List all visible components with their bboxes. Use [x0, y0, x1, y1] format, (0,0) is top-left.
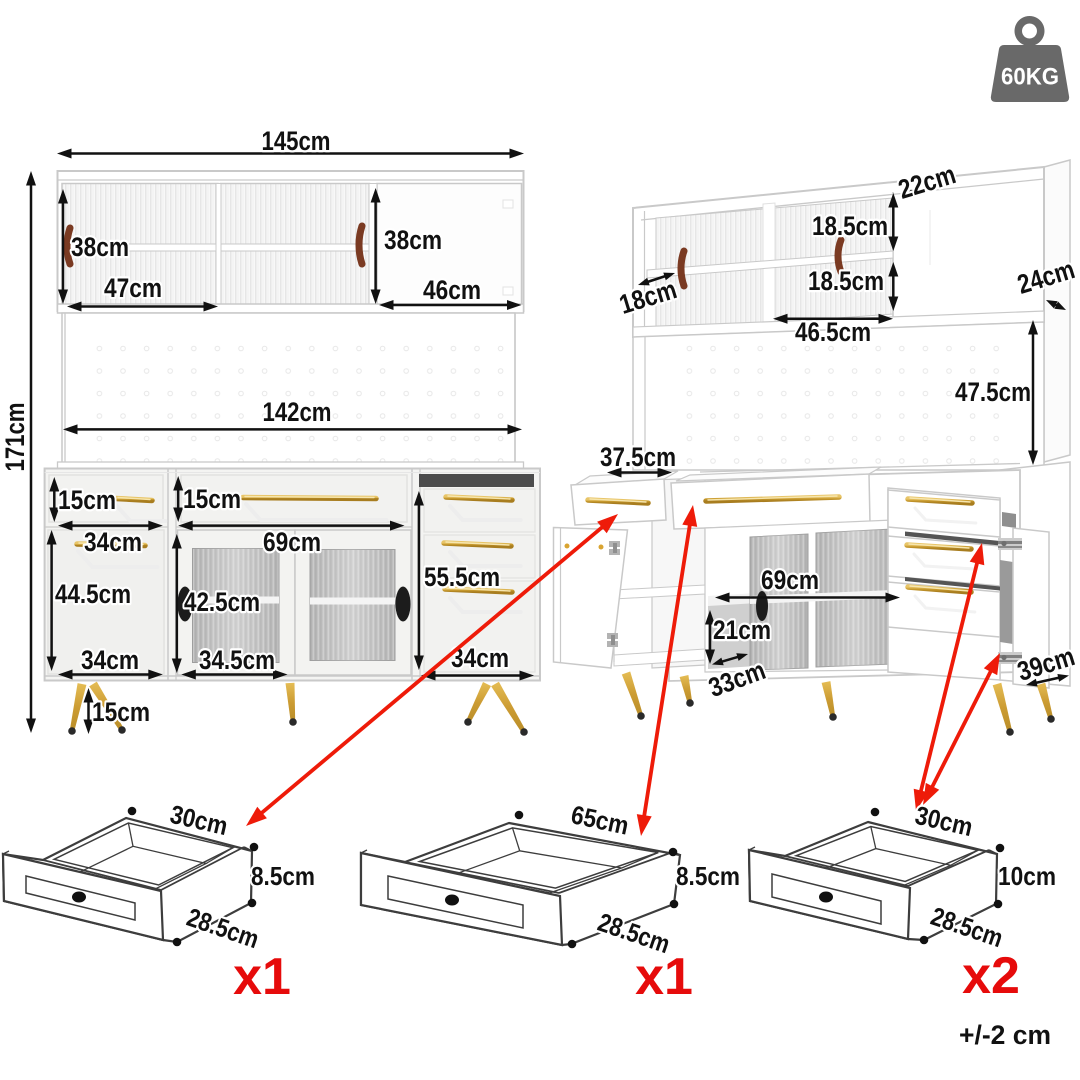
- svg-text:44.5cm: 44.5cm: [55, 579, 131, 609]
- svg-text:+/-2 cm: +/-2 cm: [959, 1020, 1051, 1050]
- svg-text:38cm: 38cm: [384, 225, 442, 255]
- svg-text:34cm: 34cm: [81, 645, 139, 675]
- svg-text:34cm: 34cm: [81, 645, 139, 675]
- svg-text:10cm: 10cm: [998, 861, 1056, 891]
- svg-text:15cm: 15cm: [58, 485, 116, 515]
- svg-text:69cm: 69cm: [263, 527, 321, 557]
- svg-text:15cm: 15cm: [92, 697, 150, 727]
- svg-text:+/-2 cm: +/-2 cm: [959, 1020, 1051, 1050]
- svg-text:145cm: 145cm: [262, 126, 331, 156]
- svg-text:34.5cm: 34.5cm: [199, 645, 275, 675]
- svg-text:18.5cm: 18.5cm: [808, 266, 884, 296]
- svg-text:60KG: 60KG: [1001, 64, 1059, 91]
- svg-text:171cm: 171cm: [0, 403, 30, 472]
- svg-text:38cm: 38cm: [71, 232, 129, 262]
- svg-text:8.5cm: 8.5cm: [676, 861, 740, 891]
- svg-text:8.5cm: 8.5cm: [676, 861, 740, 891]
- svg-text:21cm: 21cm: [713, 615, 771, 645]
- svg-text:69cm: 69cm: [761, 565, 819, 595]
- svg-text:42.5cm: 42.5cm: [184, 587, 260, 617]
- svg-text:42.5cm: 42.5cm: [184, 587, 260, 617]
- svg-text:47.5cm: 47.5cm: [955, 377, 1031, 407]
- svg-text:37.5cm: 37.5cm: [600, 442, 676, 472]
- svg-text:38cm: 38cm: [384, 225, 442, 255]
- svg-text:46cm: 46cm: [423, 275, 481, 305]
- svg-text:46cm: 46cm: [423, 275, 481, 305]
- svg-text:18.5cm: 18.5cm: [812, 211, 888, 241]
- svg-text:x2: x2: [962, 947, 1020, 1005]
- svg-text:46.5cm: 46.5cm: [795, 317, 871, 347]
- svg-text:44.5cm: 44.5cm: [55, 579, 131, 609]
- svg-text:8.5cm: 8.5cm: [251, 861, 315, 891]
- svg-text:55.5cm: 55.5cm: [424, 562, 500, 592]
- svg-text:47cm: 47cm: [104, 273, 162, 303]
- svg-text:142cm: 142cm: [263, 397, 332, 427]
- svg-text:34cm: 34cm: [84, 527, 142, 557]
- svg-text:18.5cm: 18.5cm: [808, 266, 884, 296]
- svg-text:47cm: 47cm: [104, 273, 162, 303]
- svg-text:15cm: 15cm: [58, 485, 116, 515]
- svg-text:55.5cm: 55.5cm: [424, 562, 500, 592]
- svg-text:69cm: 69cm: [761, 565, 819, 595]
- svg-text:145cm: 145cm: [262, 126, 331, 156]
- svg-text:47.5cm: 47.5cm: [955, 377, 1031, 407]
- svg-text:8.5cm: 8.5cm: [251, 861, 315, 891]
- svg-text:142cm: 142cm: [263, 397, 332, 427]
- svg-text:171cm: 171cm: [0, 403, 30, 472]
- svg-text:21cm: 21cm: [713, 615, 771, 645]
- svg-text:34cm: 34cm: [84, 527, 142, 557]
- svg-text:15cm: 15cm: [92, 697, 150, 727]
- svg-text:46.5cm: 46.5cm: [795, 317, 871, 347]
- svg-text:37.5cm: 37.5cm: [600, 442, 676, 472]
- svg-text:69cm: 69cm: [263, 527, 321, 557]
- svg-text:38cm: 38cm: [71, 232, 129, 262]
- svg-text:x1: x1: [635, 948, 693, 1006]
- svg-text:15cm: 15cm: [183, 484, 241, 514]
- svg-text:x1: x1: [233, 948, 291, 1006]
- svg-text:15cm: 15cm: [183, 484, 241, 514]
- svg-text:10cm: 10cm: [998, 861, 1056, 891]
- svg-text:18.5cm: 18.5cm: [812, 211, 888, 241]
- svg-text:34.5cm: 34.5cm: [199, 645, 275, 675]
